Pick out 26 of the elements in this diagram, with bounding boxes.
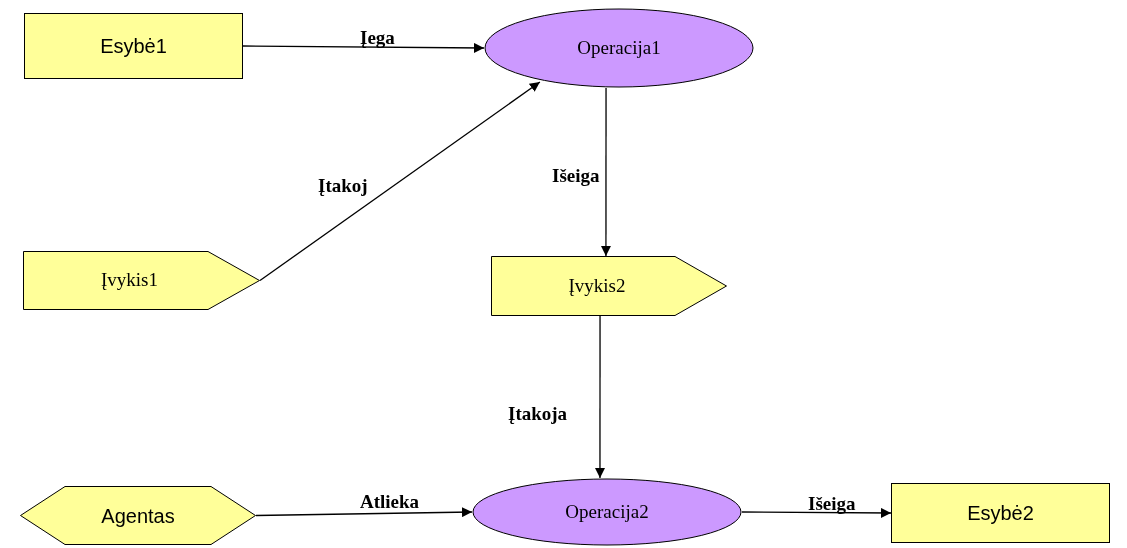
arrow: [255, 507, 473, 518]
node-label: Operacija1: [577, 35, 661, 60]
arrow: [259, 81, 541, 282]
node-label: Esybė1: [100, 34, 167, 59]
edge-label: Įtakoja: [508, 404, 568, 423]
agent-hexagon: [20, 486, 256, 545]
node-label: Agentas: [101, 503, 175, 529]
node-label: Įvykis1: [101, 268, 158, 293]
arrow: [600, 87, 611, 257]
edge-label: Įtakoj: [318, 176, 368, 195]
node-label: Įvykis2: [568, 273, 626, 298]
arrow: [595, 315, 605, 479]
operation-ellipse: [484, 8, 754, 88]
node-label: Operacija2: [565, 499, 649, 524]
edge-label: Išeiga: [552, 166, 600, 185]
operation-ellipse: [472, 478, 742, 546]
edge-label: Išeiga: [808, 494, 856, 513]
entity-box: [24, 13, 243, 79]
event-pentagon: [491, 256, 727, 316]
event-pentagon: [23, 251, 260, 310]
node-label: Esybė2: [967, 501, 1034, 526]
entity-box: [891, 483, 1110, 543]
arrow: [741, 507, 892, 518]
edge-label: Atlieka: [360, 492, 420, 511]
arrow: [242, 42, 485, 53]
edge-label: Įega: [360, 28, 395, 47]
